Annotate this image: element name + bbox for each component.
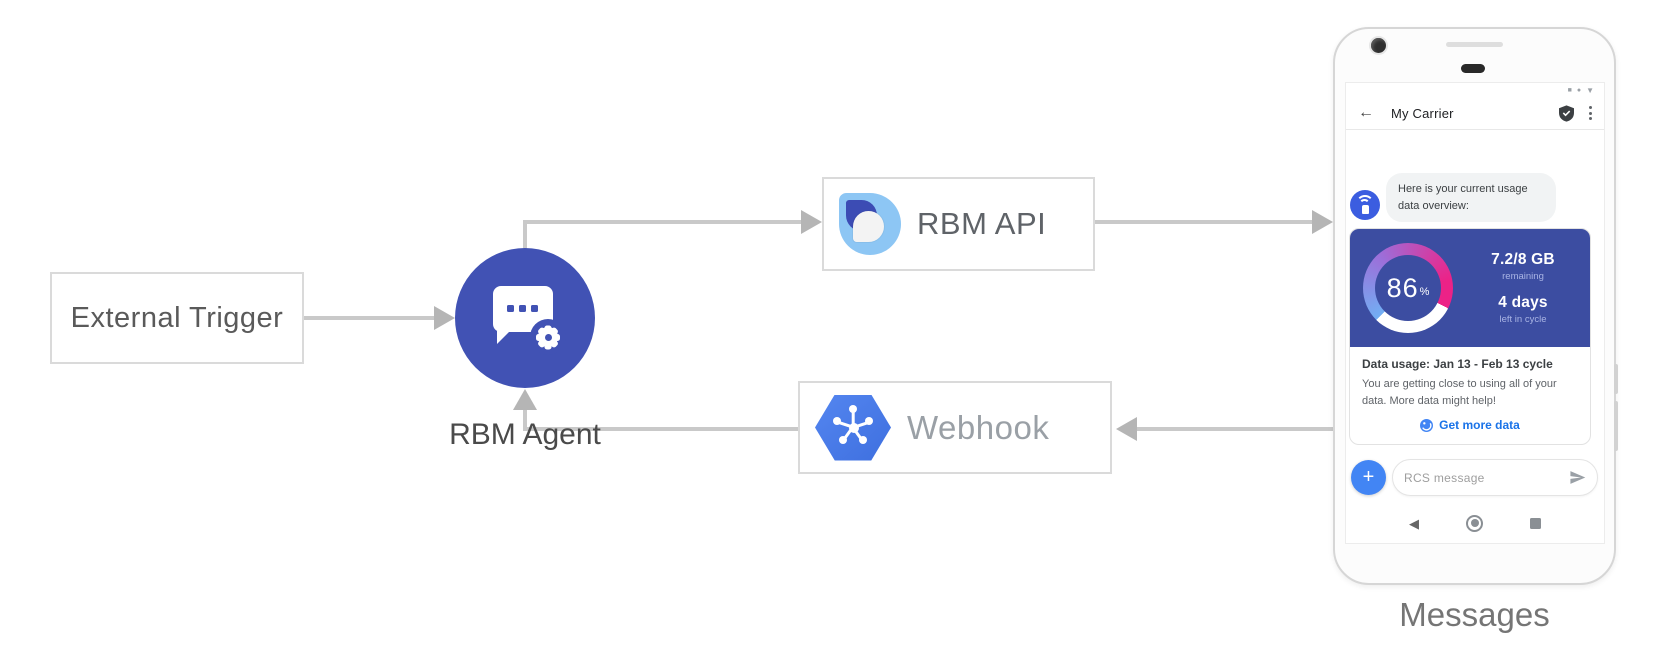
data-usage-title: Data usage: Jan 13 - Feb 13 cycle <box>1362 357 1553 371</box>
webhook-box: Webhook <box>798 381 1112 474</box>
gear-icon <box>534 323 562 351</box>
usage-card-hero: 86 % 7.2/8 GB remaining 4 days left in c… <box>1350 229 1590 347</box>
conversation-header: ← My Carrier <box>1346 97 1604 129</box>
header-divider <box>1346 129 1604 130</box>
connector-webhook-to-agent-horizontal <box>523 427 798 431</box>
message-input-placeholder: RCS message <box>1404 470 1485 485</box>
phone-caption: Messages <box>1399 596 1550 633</box>
get-more-data-label: Get more data <box>1439 418 1520 432</box>
nav-recents-button[interactable] <box>1530 517 1541 529</box>
connector-trigger-to-agent <box>304 316 434 320</box>
attach-plus-button[interactable]: + <box>1351 460 1386 495</box>
external-trigger-box: External Trigger <box>50 272 304 364</box>
pubsub-hexagon-icon <box>815 394 891 461</box>
arrowhead-right-icon <box>434 306 455 330</box>
usage-card: 86 % 7.2/8 GB remaining 4 days left in c… <box>1349 228 1591 445</box>
webhook-label: Webhook <box>907 408 1050 446</box>
android-nav-bar: ◀ <box>1346 510 1604 536</box>
back-button[interactable]: ← <box>1358 104 1374 121</box>
chat-bubble-gear-icon <box>493 286 566 355</box>
usage-gauge: 86 % <box>1363 243 1453 333</box>
get-more-data-button[interactable]: Get more data <box>1362 418 1578 432</box>
cycle-value: 4 days <box>1498 294 1548 311</box>
data-usage-body: You are getting close to using all of yo… <box>1362 378 1557 407</box>
agent-message-bubble: Here is your current usage data overview… <box>1386 173 1556 222</box>
send-icon[interactable] <box>1569 469 1586 486</box>
remaining-value: 7.2/8 GB <box>1491 251 1555 268</box>
arrowhead-right-icon <box>1312 210 1333 234</box>
nav-home-button[interactable] <box>1466 514 1483 532</box>
connector-webhook-to-agent-vertical <box>523 407 527 431</box>
earpiece <box>1461 64 1485 73</box>
rbm-api-logo-icon <box>839 193 901 255</box>
connector-agent-to-api-vertical <box>523 224 527 250</box>
status-square-icon: ■ <box>1567 87 1572 94</box>
status-dot-icon: ● <box>1576 87 1582 94</box>
agent-avatar <box>1350 190 1380 220</box>
status-triangle-icon: ▼ <box>1586 86 1594 95</box>
usage-card-info: Data usage: Jan 13 - Feb 13 cycle You ar… <box>1350 347 1590 444</box>
status-bar: ■ ● ▼ <box>1568 86 1594 95</box>
antenna-icon <box>1355 195 1374 213</box>
gauge-percent: 86 <box>1386 272 1419 303</box>
verified-badge-icon[interactable] <box>1559 104 1574 122</box>
globe-icon <box>1420 418 1434 432</box>
external-trigger-label: External Trigger <box>70 301 284 334</box>
overflow-menu-button[interactable] <box>1589 106 1592 120</box>
front-camera-icon <box>1371 38 1386 53</box>
phone-screen: ■ ● ▼ ← My Carrier Here is your current … <box>1345 82 1605 544</box>
connector-api-to-phone <box>1095 220 1312 224</box>
speaker-slot <box>1446 42 1503 47</box>
nav-back-button[interactable]: ◀ <box>1409 515 1419 531</box>
volume-button <box>1614 401 1618 451</box>
power-button <box>1614 364 1618 394</box>
arrowhead-up-icon <box>513 389 537 410</box>
connector-phone-to-webhook <box>1136 427 1333 431</box>
arrowhead-right-icon <box>801 210 822 234</box>
rbm-agent-label: RBM Agent <box>449 418 601 451</box>
remaining-label: remaining <box>1502 271 1544 282</box>
rbm-api-label: RBM API <box>917 206 1047 241</box>
plus-icon: + <box>1362 466 1375 488</box>
conversation-title: My Carrier <box>1391 105 1454 121</box>
arrowhead-left-icon <box>1116 417 1137 441</box>
cycle-label: left in cycle <box>1499 314 1547 325</box>
message-input[interactable]: RCS message <box>1392 459 1598 496</box>
usage-stats: 7.2/8 GB remaining 4 days left in cycle <box>1460 229 1586 347</box>
rbm-agent-node <box>455 248 595 388</box>
gauge-percent-unit: % <box>1419 286 1430 298</box>
rbm-api-box: RBM API <box>822 177 1095 271</box>
connector-agent-to-api-horizontal <box>523 220 803 224</box>
